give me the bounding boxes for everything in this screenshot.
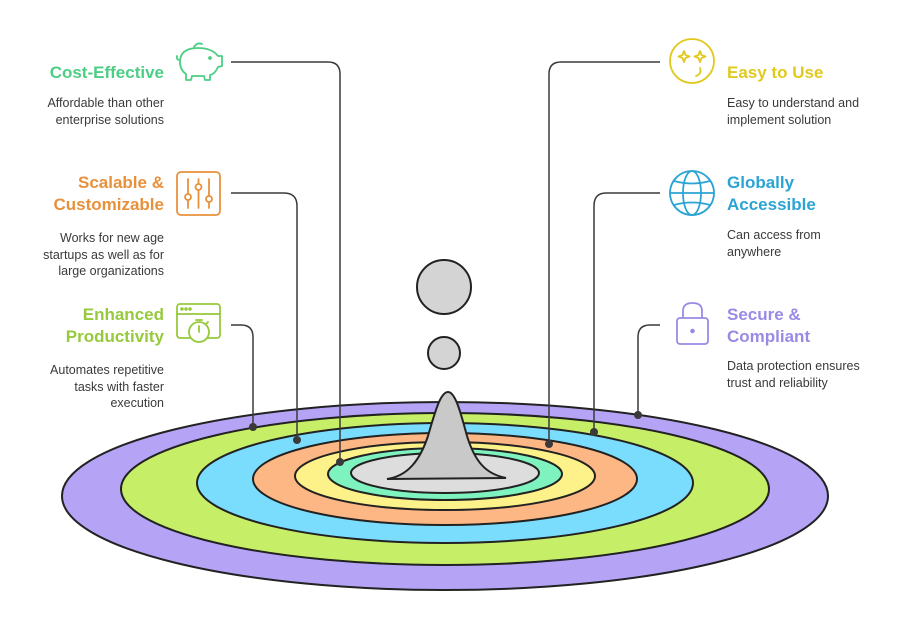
connector-easy-to-use xyxy=(548,61,660,444)
browser-stopwatch-icon xyxy=(176,303,221,343)
connector-productivity xyxy=(231,324,254,427)
droplet-small xyxy=(427,336,461,370)
title-secure: Secure & Compliant xyxy=(727,305,811,346)
rings xyxy=(61,401,829,591)
desc-secure: Data protection ensures trust and reliab… xyxy=(727,359,860,390)
sparkle-face-icon xyxy=(669,38,715,84)
globe-icon xyxy=(669,170,715,216)
desc-globally-accessible: Can access from anywhere xyxy=(727,228,821,259)
title-cost-effective: Cost-Effective xyxy=(49,63,164,82)
desc-easy-to-use: Easy to understand and implement solutio… xyxy=(727,96,860,127)
connector-dot-scalable xyxy=(293,436,301,444)
connector-dot-globally-accessible xyxy=(590,428,598,436)
desc-productivity: Automates repetitive tasks with faster e… xyxy=(50,363,164,410)
connector-scalable xyxy=(231,192,298,440)
title-productivity: Enhanced Productivity xyxy=(65,305,164,346)
piggy-bank-icon xyxy=(175,42,223,81)
desc-cost-effective: Affordable than other enterprise solutio… xyxy=(47,96,164,127)
title-easy-to-use: Easy to Use xyxy=(727,63,824,82)
droplet-large xyxy=(416,259,472,315)
connector-cost-effective xyxy=(231,61,341,462)
connector-globally-accessible xyxy=(593,192,660,432)
title-scalable: Scalable & Customizable xyxy=(53,173,164,214)
connector-secure xyxy=(637,324,660,415)
lock-icon xyxy=(676,302,709,345)
title-globally-accessible: Globally Accessible xyxy=(727,173,816,214)
connector-dot-cost-effective xyxy=(336,458,344,466)
drop-spike xyxy=(386,390,507,480)
connector-dot-productivity xyxy=(249,423,257,431)
connector-dot-easy-to-use xyxy=(545,440,553,448)
connector-dot-secure xyxy=(634,411,642,419)
desc-scalable: Works for new age startups as well as fo… xyxy=(43,231,164,278)
sliders-icon xyxy=(176,171,221,216)
